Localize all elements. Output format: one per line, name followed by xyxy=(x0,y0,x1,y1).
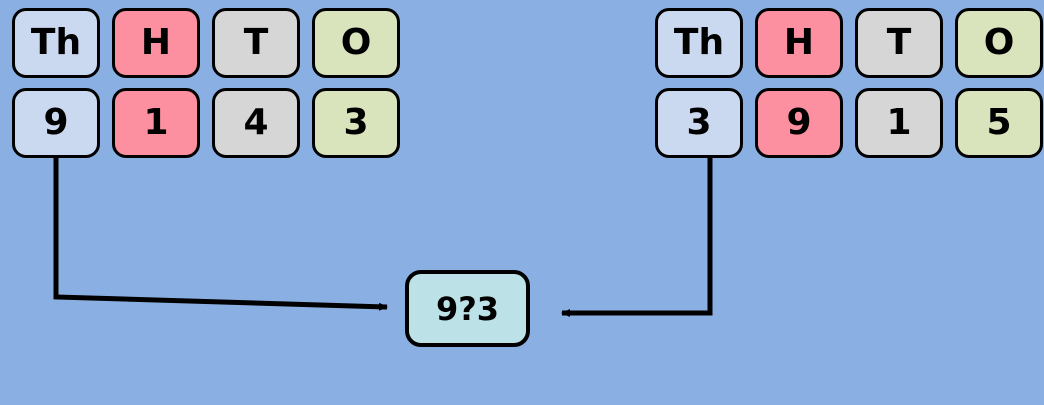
left-digit-ones[interactable]: 3 xyxy=(312,88,400,158)
right-header-hundreds: H xyxy=(755,8,843,78)
left-header-ones: O xyxy=(312,8,400,78)
right-digit-thousands[interactable]: 3 xyxy=(655,88,743,158)
left-digit-tens[interactable]: 4 xyxy=(212,88,300,158)
right-digit-ones[interactable]: 5 xyxy=(955,88,1043,158)
connector-left-to-comparison xyxy=(53,158,388,311)
right-header-tens: T xyxy=(855,8,943,78)
left-digit-thousands[interactable]: 9 xyxy=(12,88,100,158)
left-header-tens: T xyxy=(212,8,300,78)
left-header-hundreds: H xyxy=(112,8,200,78)
right-header-thousands: Th xyxy=(655,8,743,78)
right-digit-tens[interactable]: 1 xyxy=(855,88,943,158)
comparison-box[interactable]: 9?3 xyxy=(405,270,530,347)
left-header-thousands: Th xyxy=(12,8,100,78)
right-header-ones: O xyxy=(955,8,1043,78)
left-digit-hundreds[interactable]: 1 xyxy=(112,88,200,158)
connector-right-to-comparison xyxy=(561,158,713,317)
right-digit-hundreds[interactable]: 9 xyxy=(755,88,843,158)
